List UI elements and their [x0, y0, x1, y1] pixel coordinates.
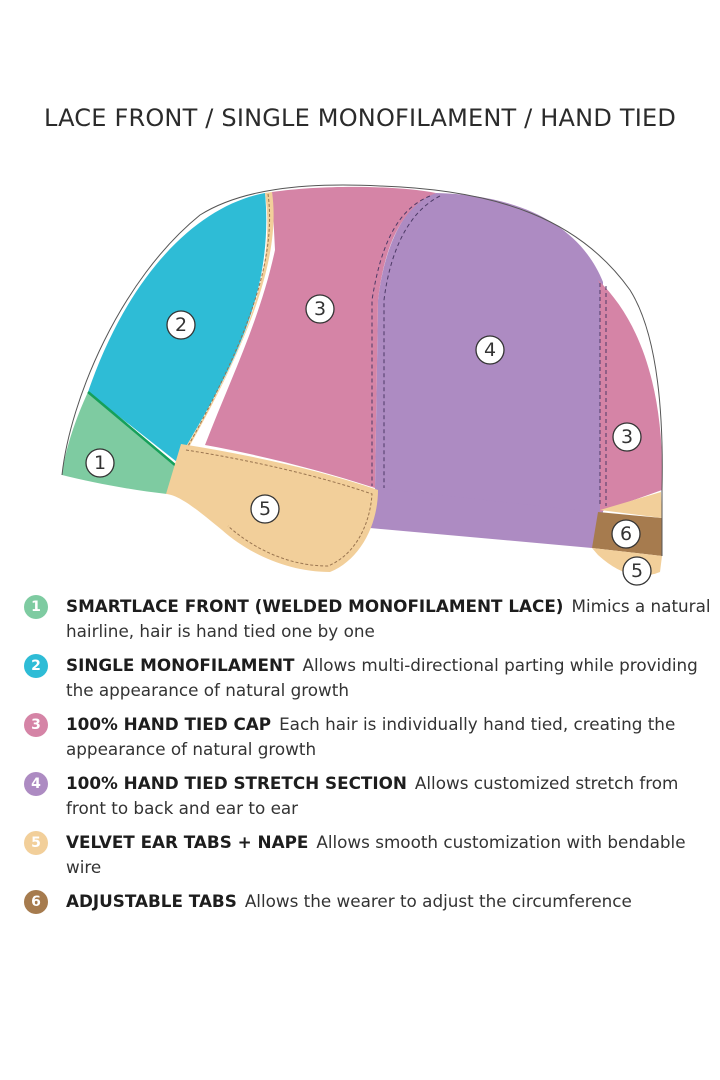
- svg-text:3: 3: [314, 298, 326, 320]
- legend-description: Allows the wearer to adjust the circumfe…: [244, 891, 632, 911]
- svg-text:5: 5: [631, 560, 643, 582]
- number-badge: 3: [24, 713, 48, 737]
- zone-3-back-section: [598, 280, 663, 512]
- zone-marker-5-nape: 5: [622, 556, 652, 586]
- zone-4-lower-band: [370, 488, 595, 548]
- legend-item-1: 1 SMARTLACE FRONT (WELDED MONOFILAMENT L…: [24, 594, 714, 644]
- zone-marker-4: 4: [475, 335, 505, 365]
- zone-3-top-section: [205, 186, 436, 488]
- legend: 1 SMARTLACE FRONT (WELDED MONOFILAMENT L…: [24, 594, 714, 923]
- zone-4-stretch-section: [375, 193, 603, 548]
- legend-description: Each hair is individually hand tied, cre…: [66, 714, 676, 759]
- svg-text:4: 4: [484, 339, 496, 361]
- legend-description: Mimics a natural hairline, hair is hand …: [66, 596, 711, 641]
- zone-marker-5-ear: 5: [250, 494, 280, 524]
- svg-text:1: 1: [94, 452, 106, 474]
- page-title: LACE FRONT / SINGLE MONOFILAMENT / HAND …: [43, 104, 677, 132]
- legend-description: Allows multi-directional parting while p…: [66, 655, 698, 700]
- svg-text:2: 2: [175, 314, 187, 336]
- legend-heading: VELVET EAR TABS + NAPE: [66, 832, 309, 852]
- legend-heading: 100% HAND TIED STRETCH SECTION: [66, 773, 407, 793]
- zone-marker-3-top: 3: [305, 294, 335, 324]
- number-badge: 4: [24, 772, 48, 796]
- wig-cap-diagram: 1 2 3 4 3 5 6 5: [61, 184, 663, 586]
- legend-heading: SINGLE MONOFILAMENT: [66, 655, 295, 675]
- zone-5-nape-tab: [600, 492, 662, 518]
- svg-text:5: 5: [259, 498, 271, 520]
- svg-text:3: 3: [621, 426, 633, 448]
- number-badge: 2: [24, 654, 48, 678]
- zone-marker-3-back: 3: [612, 422, 642, 452]
- legend-item-6: 6 ADJUSTABLE TABS Allows the wearer to ad…: [24, 889, 714, 914]
- legend-description: Allows customized stretch from front to …: [66, 773, 679, 818]
- legend-heading: SMARTLACE FRONT (WELDED MONOFILAMENT LAC…: [66, 596, 564, 616]
- number-badge: 1: [24, 595, 48, 619]
- zone-marker-6: 6: [611, 519, 641, 549]
- zone-marker-1: 1: [85, 448, 115, 478]
- zone-marker-2: 2: [166, 310, 196, 340]
- legend-heading: ADJUSTABLE TABS: [66, 891, 237, 911]
- number-badge: 5: [24, 831, 48, 855]
- legend-heading: 100% HAND TIED CAP: [66, 714, 272, 734]
- legend-description: Allows smooth customization with bendabl…: [66, 832, 686, 877]
- svg-text:6: 6: [620, 523, 632, 545]
- number-badge: 6: [24, 890, 48, 914]
